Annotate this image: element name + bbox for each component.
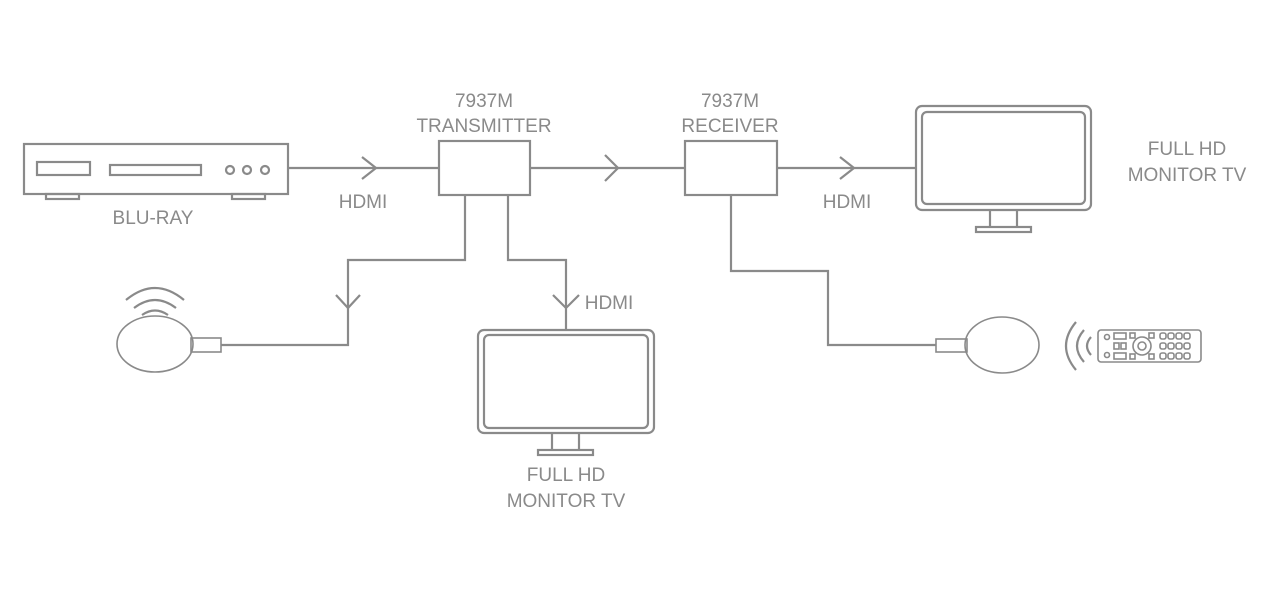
tv-right-label-line1: FULL HD: [1148, 139, 1226, 160]
hdmi-label-bluray-tx: HDMI: [339, 192, 388, 213]
wireless-signal-icon: [125, 287, 185, 301]
link-cable-tx-rx: [530, 154, 685, 182]
arrow-down-icon: [552, 294, 580, 310]
receiver-model: 7937M: [701, 91, 759, 112]
wireless-signal-icon: [1064, 321, 1077, 371]
transmitter-model: 7937M: [455, 91, 513, 112]
tv-bottom-label-line1: FULL HD: [527, 465, 605, 486]
bluray-label: BLU-RAY: [113, 208, 194, 229]
ir-emitter-icon: [116, 287, 222, 373]
hdmi-label-rx-tv: HDMI: [823, 192, 872, 213]
receiver-box-icon: [683, 139, 779, 197]
tv-monitor-icon: [476, 328, 656, 457]
bluray-player-icon: [22, 142, 290, 201]
arrow-down-icon: [335, 294, 361, 310]
ir-cable-tx: [221, 195, 467, 347]
receiver-label: RECEIVER: [681, 116, 778, 137]
tv-monitor-icon: [914, 104, 1093, 234]
hdmi-label-tx-local-tv: HDMI: [585, 293, 634, 314]
transmitter-box-icon: [437, 139, 532, 197]
hdmi-cable-tx-local-tv: [506, 195, 580, 331]
tv-right-label-line2: MONITOR TV: [1128, 165, 1247, 186]
ir-cable-rx: [729, 195, 936, 347]
ir-receiver-icon: [935, 316, 1040, 374]
transmitter-label: TRANSMITTER: [416, 116, 551, 137]
arrow-right-icon: [604, 154, 620, 182]
arrow-right-icon: [839, 156, 856, 180]
hdmi-cable-bluray-tx: [288, 156, 439, 180]
tv-bottom-label-line2: MONITOR TV: [507, 491, 626, 512]
arrow-right-icon: [361, 156, 378, 180]
hdmi-cable-rx-tv: [777, 156, 916, 180]
remote-control-icon: [1064, 321, 1202, 371]
